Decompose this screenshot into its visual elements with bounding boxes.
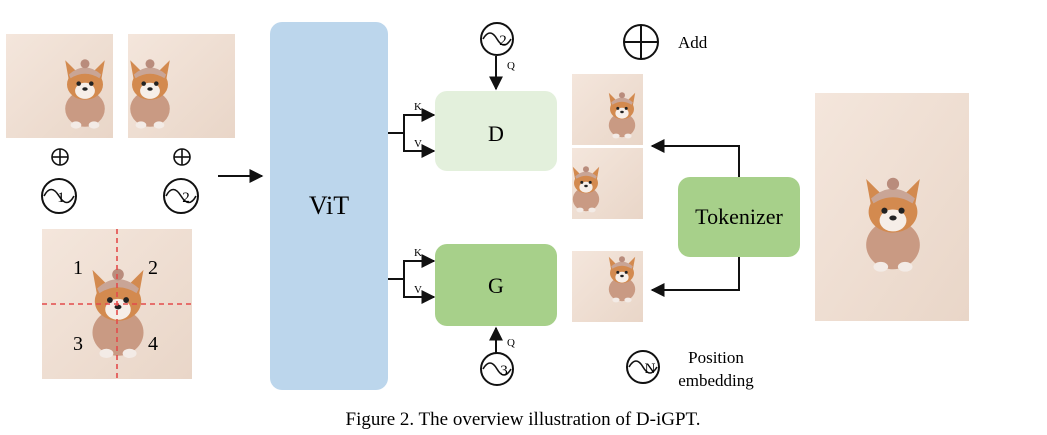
kv-connector-d [388,108,436,158]
key-label: K [414,247,422,259]
key-label: K [414,101,422,113]
legend-add: Add [623,24,708,60]
vit-encoder-block [270,22,388,390]
tokenizer-label: Tokenizer [695,204,783,229]
position-id: 2 [182,190,190,206]
quadrant-number: 2 [148,257,158,279]
decoder-g-block [435,244,557,326]
target-patch-1 [572,74,643,145]
position-id: 1 [57,190,65,206]
tokenizer-arrows [650,139,740,297]
kv-connector-g [388,254,436,304]
add-icon [51,148,69,166]
query-label: Q [507,337,515,349]
full-input-image: 1 2 3 4 [42,229,192,379]
position-id: 2 [499,33,507,49]
position-id: 3 [500,363,508,379]
vit-label: ViT [309,191,349,220]
position-embedding-icon: 2 [163,178,199,214]
target-full-image [815,93,969,321]
target-patch-2 [572,148,643,219]
position-embedding-icon: 1 [41,178,77,214]
value-label: V [414,138,422,150]
legend-position-embedding: N Position embedding [626,348,754,390]
position-embedding-icon: 3 [480,352,514,386]
position-embedding-icon: 2 [480,22,514,56]
figure-caption: Figure 2. The overview illustration of D… [346,409,701,430]
position-symbol: N [645,361,656,377]
quadrant-number: 3 [73,333,83,355]
decoder-d-label: D [488,121,504,146]
decoder-g-label: G [488,273,504,298]
legend-embedding-label: embedding [678,371,754,390]
position-embedding-icon: N [626,350,660,384]
target-patch-3 [572,251,643,322]
quadrant-number: 4 [148,333,158,355]
tokenizer-block [678,177,800,257]
legend-position-label: Position [688,348,744,367]
quadrant-number: 1 [73,257,83,279]
input-patch-2 [128,34,235,138]
add-icon [173,148,191,166]
query-label: Q [507,60,515,72]
add-icon [623,24,659,60]
input-patch-1 [6,34,113,138]
decoder-d-block [435,91,557,171]
value-label: V [414,284,422,296]
legend-add-label: Add [678,33,708,52]
